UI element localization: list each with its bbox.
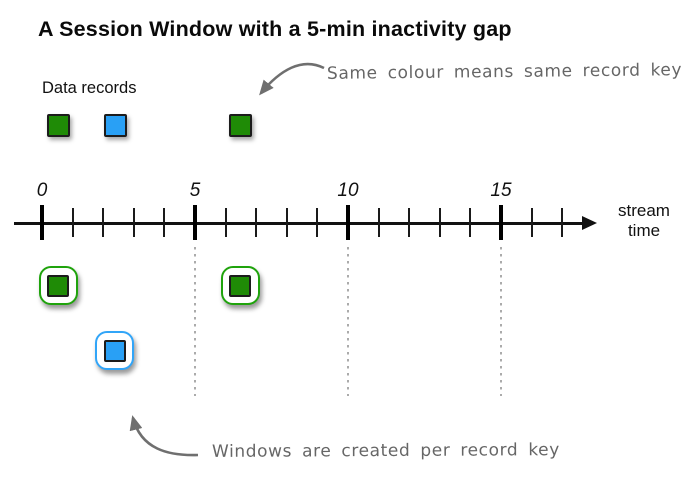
blue-record-square: [103, 339, 126, 362]
major-tick: [499, 205, 503, 240]
arrow-to-blue-window: [129, 415, 199, 457]
tick-label: 5: [189, 180, 201, 201]
minor-tick: [469, 208, 472, 237]
minor-tick: [530, 208, 533, 237]
stream-time-line2: time: [627, 221, 661, 240]
tick-label: 10: [337, 180, 359, 201]
green-session-window: [38, 266, 78, 305]
minor-tick: [163, 208, 166, 237]
data-records-label: Data records: [42, 79, 137, 97]
tick-label: 15: [490, 180, 512, 201]
minor-tick: [132, 208, 135, 237]
blue-session-window: [95, 331, 135, 370]
minor-tick: [316, 208, 319, 237]
gap-guide-line: [500, 247, 502, 396]
green-record-square: [47, 274, 70, 297]
minor-tick: [71, 208, 74, 237]
annotation-same-colour-text: Same colour means same record key: [326, 60, 683, 84]
axis-arrowhead-icon: [582, 215, 597, 230]
tick-label: 0: [36, 180, 48, 201]
blue-record-square: [103, 114, 127, 137]
major-tick: [346, 205, 350, 240]
gap-guide-line: [347, 247, 349, 396]
major-tick: [40, 205, 44, 240]
gap-guide-line: [194, 247, 196, 396]
arrow-to-green-record: [259, 62, 325, 96]
minor-tick: [438, 208, 441, 237]
axis-line: [14, 222, 584, 225]
minor-tick: [224, 208, 227, 237]
minor-tick: [408, 208, 411, 237]
minor-tick: [102, 208, 105, 237]
minor-tick: [285, 208, 288, 237]
stream-time-line1: stream: [618, 201, 670, 220]
minor-tick: [561, 208, 564, 237]
major-tick: [193, 205, 197, 240]
green-record-square: [229, 274, 252, 297]
minor-tick: [255, 208, 258, 237]
minor-tick: [377, 208, 380, 237]
annotation-windows-per-key-text: Windows are created per record key: [211, 440, 560, 462]
green-record-square: [47, 114, 71, 137]
green-record-square: [229, 114, 253, 137]
green-session-window: [220, 266, 260, 305]
page-title: A Session Window with a 5-min inactivity…: [38, 17, 512, 41]
stream-time-label: stream time: [604, 201, 684, 241]
